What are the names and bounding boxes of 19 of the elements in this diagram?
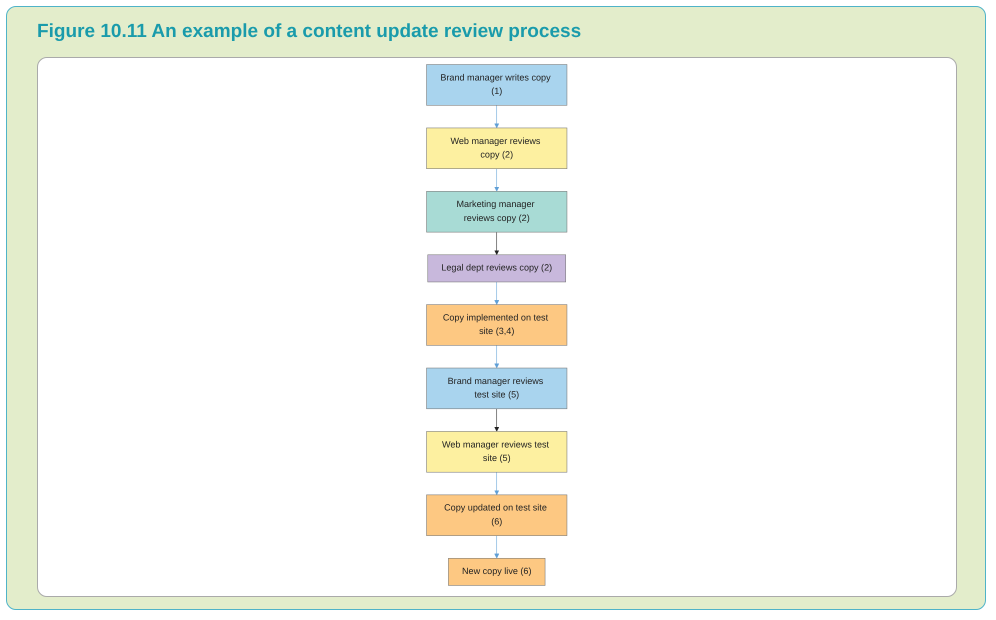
arrow — [494, 281, 500, 304]
node-box — [426, 304, 568, 346]
node-box — [426, 494, 568, 536]
arrow — [494, 168, 500, 192]
node-box — [426, 190, 568, 232]
node-box — [426, 430, 568, 472]
arrow — [494, 534, 500, 558]
node-box — [426, 64, 568, 106]
node-box — [448, 558, 546, 586]
diagram-panel: Brand manager writes copy (1) Web manager reviews copy (2) Marketing manager reviews copy (2) Legal dept reviews copy (2) Copy implemented on test site (3,4) Brand manager reviews test site (5) Web manager reviews test site (5) Copy updated on test site (6) New copy live (6) — [37, 57, 957, 597]
arrow — [494, 104, 500, 128]
node-box — [428, 254, 566, 282]
node-box — [426, 367, 568, 409]
node-box — [426, 127, 568, 168]
arrow — [494, 471, 500, 495]
arrow — [494, 231, 500, 254]
arrow — [494, 344, 500, 368]
arrow — [494, 408, 500, 432]
figure-title: Figure 10.11 An example of a content update review process — [37, 21, 582, 43]
